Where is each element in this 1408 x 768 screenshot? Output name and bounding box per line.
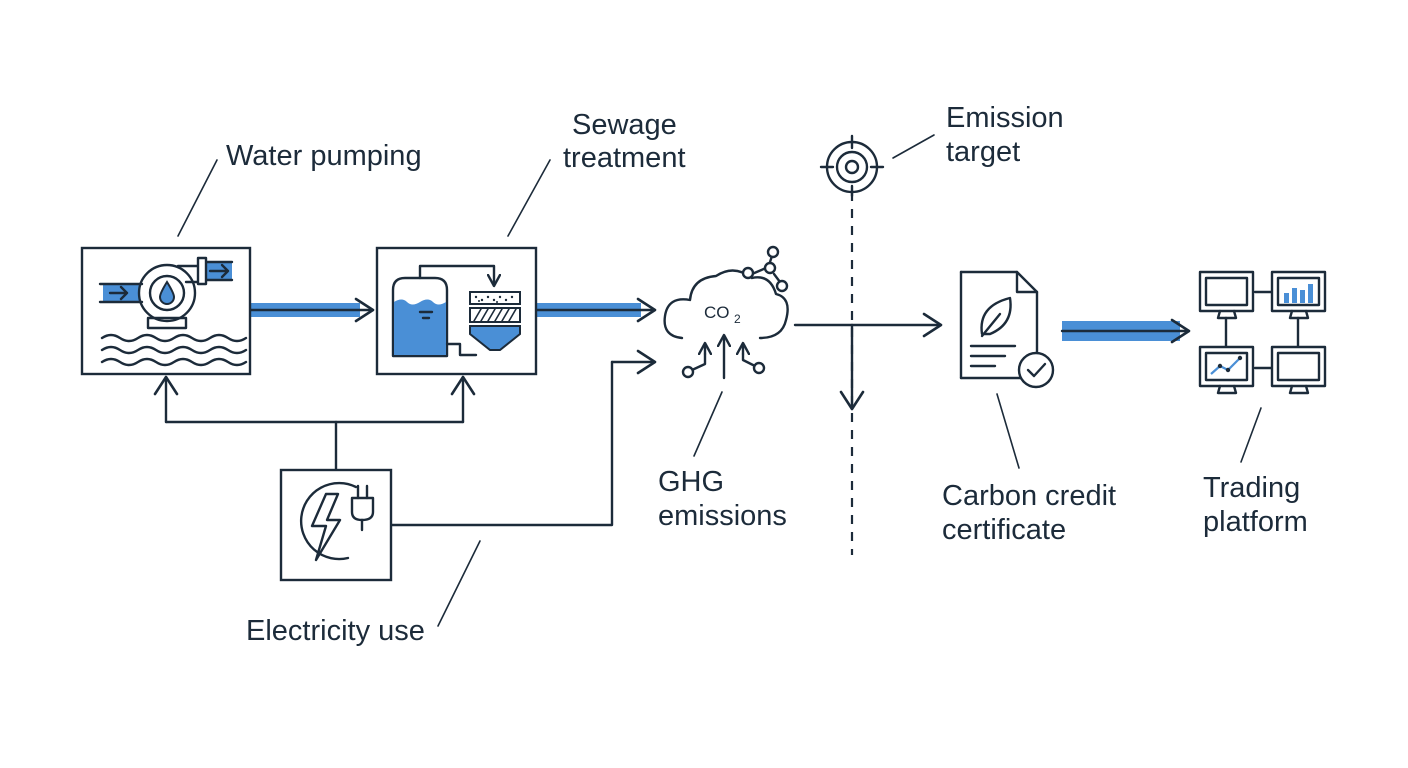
label-trading-line2: platform xyxy=(1203,506,1308,538)
flow-arrow-pump-to-treatment xyxy=(248,297,375,323)
treatment-tank-icon xyxy=(375,246,538,376)
label-sewage-line1: Sewage xyxy=(572,109,677,141)
label-trading-line1: Trading xyxy=(1203,472,1300,504)
flow-arrow-certificate-to-trading xyxy=(1060,318,1191,344)
co2-label: CO xyxy=(704,303,730,322)
label-certificate-line2: certificate xyxy=(942,514,1066,546)
co2-cloud-icon: CO 2 xyxy=(663,245,789,380)
certificate-icon xyxy=(959,270,1055,389)
leader-sewage xyxy=(507,159,551,237)
label-target-line1: Emission xyxy=(946,102,1064,134)
leader-trading xyxy=(1240,407,1262,463)
trading-monitors-icon xyxy=(1198,270,1327,395)
co2-subscript: 2 xyxy=(734,312,741,326)
label-water-pumping: Water pumping xyxy=(226,140,422,172)
flow-arrow-cloud-to-certificate xyxy=(793,312,943,411)
label-ghg-line2: emissions xyxy=(658,500,787,532)
label-target-line2: target xyxy=(946,136,1020,168)
leader-water-pumping xyxy=(177,159,218,237)
leader-certificate xyxy=(996,393,1020,469)
label-sewage-line2: treatment xyxy=(563,142,686,174)
label-ghg-line1: GHG xyxy=(658,466,724,498)
target-icon xyxy=(819,134,885,198)
leader-electricity xyxy=(437,540,481,627)
pump-icon xyxy=(80,246,252,376)
leader-ghg xyxy=(693,391,723,457)
flow-arrow-treatment-to-cloud xyxy=(535,297,657,323)
electricity-feed-lines xyxy=(153,349,657,527)
electricity-plug-icon xyxy=(279,468,393,582)
label-certificate-line1: Carbon credit xyxy=(942,480,1116,512)
label-electricity: Electricity use xyxy=(246,615,425,647)
leader-target xyxy=(892,134,935,159)
